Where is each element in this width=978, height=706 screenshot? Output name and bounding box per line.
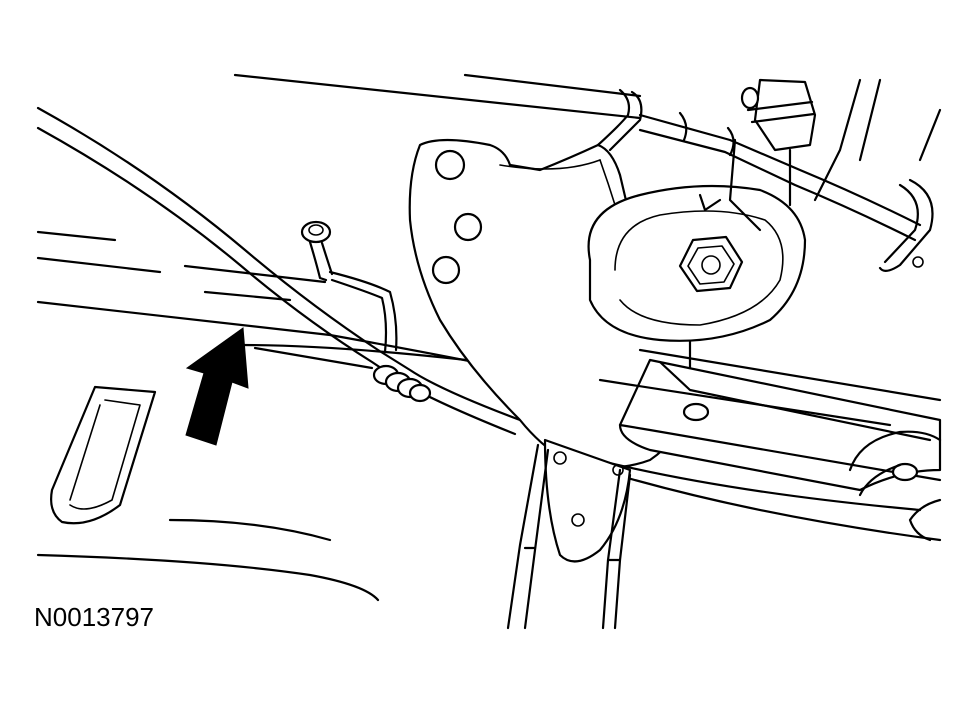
brake-line-clip (300, 220, 432, 403)
upper-hose-lines (596, 88, 934, 272)
hose-clamp (728, 78, 817, 232)
lower-bracket (543, 438, 632, 563)
floor-pocket (50, 385, 157, 525)
floor-pan-lines (36, 73, 642, 602)
brake-line (36, 106, 522, 436)
arrow-icon (185, 327, 249, 446)
frame-rail (698, 78, 942, 542)
spring-eye-bolt (587, 184, 807, 342)
figure-reference-id: N0013797 (34, 602, 154, 632)
support-rods (506, 443, 632, 630)
